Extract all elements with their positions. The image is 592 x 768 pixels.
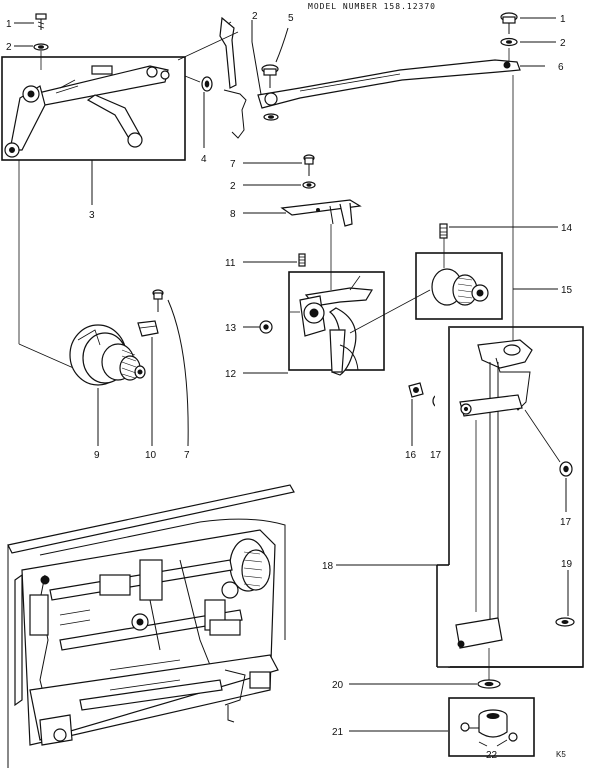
bracket-part-8 (280, 199, 362, 227)
washer-part-2-left (33, 43, 49, 51)
washer-part-13 (259, 320, 273, 334)
callout-4: 4 (201, 154, 207, 165)
collar-part-21 (460, 709, 518, 742)
callout-3: 3 (89, 210, 95, 221)
callout-2-mid: 2 (230, 181, 236, 192)
callout-19: 19 (561, 559, 573, 570)
washer-part-20 (477, 679, 501, 689)
callout-8: 8 (230, 209, 236, 220)
washer-part-2-mid (302, 181, 316, 189)
callout-15: 15 (561, 285, 573, 296)
callout-11: 11 (225, 258, 236, 269)
callout-17-b: 17 (560, 517, 572, 528)
callout-7-low: 7 (184, 450, 190, 461)
screw-part-7-mid (303, 154, 315, 176)
callout-7-mid: 7 (230, 159, 236, 170)
clip-part-10 (137, 320, 159, 337)
nut-part-16 (408, 382, 424, 398)
spring-lever-part-2-top (219, 16, 247, 139)
gear-box (415, 252, 503, 320)
callout-2-right: 2 (560, 38, 566, 49)
washer-part-2-right (500, 37, 518, 47)
callout-16: 16 (405, 450, 417, 461)
connecting-bar-part-6 (257, 59, 521, 121)
screw-part-5 (261, 64, 279, 88)
sewing-machine-illustration (7, 484, 295, 768)
washer-part-17-b (559, 461, 573, 477)
callout-2-top: 2 (252, 11, 258, 22)
callout-14: 14 (561, 223, 573, 234)
callout-13: 13 (225, 323, 237, 334)
screw-part-1-left (35, 13, 47, 30)
callout-20: 20 (332, 680, 344, 691)
linkage-arm-box (1, 56, 186, 161)
callout-1-right: 1 (560, 14, 566, 25)
spring-part-11 (298, 253, 306, 267)
washer-part-4 (201, 76, 213, 92)
gear-assembly (431, 238, 489, 306)
linkage-arm-part-3 (4, 65, 170, 158)
callout-5: 5 (288, 13, 294, 24)
shaft-assembly-part-18 (455, 339, 533, 649)
callout-22: 22 (486, 750, 498, 761)
cam-assembly-part-12 (290, 275, 374, 376)
page-reference: K5 (556, 750, 566, 759)
spring-part-14 (439, 223, 448, 239)
screw-part-1-right (500, 12, 518, 34)
collar-box (448, 697, 535, 757)
callout-6: 6 (558, 62, 564, 73)
callout-12: 12 (225, 369, 237, 380)
callout-2-left: 2 (6, 42, 12, 53)
screw-part-7-low (152, 289, 164, 312)
model-number-header: MODEL NUMBER 158.12370 (308, 2, 436, 11)
gear-motor-part-9 (69, 324, 146, 386)
callout-18: 18 (322, 561, 334, 572)
callout-17-a: 17 (430, 450, 442, 461)
clip-part-19 (555, 617, 575, 627)
callout-21: 21 (332, 727, 344, 738)
callout-1-left: 1 (6, 19, 12, 30)
shaft-assembly-box (448, 326, 584, 668)
callout-9: 9 (94, 450, 100, 461)
callout-10: 10 (145, 450, 157, 461)
